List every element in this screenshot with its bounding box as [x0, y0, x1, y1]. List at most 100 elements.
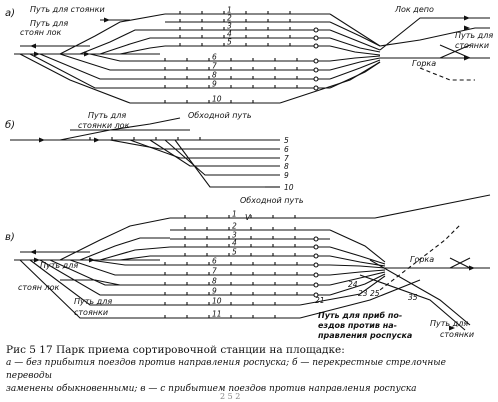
panel-b-track-number: 5 — [284, 136, 289, 145]
panel-b-track-number: 8 — [284, 162, 289, 171]
panel-b-parking-label: стоянки лок — [78, 121, 130, 130]
panel-a-signal-circle — [313, 76, 319, 82]
panel-a-dashed-branch — [419, 67, 475, 81]
panel-a-bypass-curve — [19, 53, 150, 104]
page-number: 2 5 2 — [220, 392, 241, 401]
panel-a-track-number: 9 — [212, 80, 217, 89]
arrow-mark — [464, 25, 470, 31]
panel-c-throat-right — [329, 229, 386, 263]
panel-c-track-number: 3 — [232, 231, 237, 240]
panel-a-throat-right — [329, 13, 381, 47]
panel-a-depot-label: Лок депо — [394, 5, 434, 14]
panel-c-signal-circle — [313, 282, 319, 288]
panel-b-fan — [129, 139, 235, 159]
panel-c-point-number: 35 — [408, 293, 418, 302]
panel-c-parking-right-label: стоянки — [440, 330, 474, 339]
panel-a-signal-circle — [313, 58, 319, 64]
arrow-mark — [34, 257, 40, 263]
panel-a-throat-right — [329, 45, 381, 56]
panel-c-throat-lower — [49, 259, 150, 286]
arrow-mark — [464, 15, 470, 21]
panel-a-bypass-right — [279, 61, 381, 104]
panel-c-throat — [119, 255, 170, 261]
panel-c-throat-right — [329, 269, 386, 276]
panel-a-track-number: 2 — [227, 14, 232, 23]
panel-b-track-number: 10 — [284, 183, 294, 192]
arrow-mark — [469, 265, 475, 271]
panel-b-parking-branch — [59, 117, 181, 141]
panel-a-signal-circle — [313, 43, 319, 49]
panel-b-track-number: 6 — [284, 145, 289, 154]
panel-c-signal-circle — [313, 262, 319, 268]
panel-b-parking-label: Путь для — [88, 111, 126, 120]
panel-c-throat-upper — [59, 217, 171, 261]
panel-a-throat-lower — [89, 53, 150, 62]
panel-c-track-number: 11 — [212, 310, 222, 319]
panel-a-throat-upper — [59, 13, 166, 55]
arrow-mark — [464, 55, 470, 61]
panel-b-track-number: 7 — [284, 154, 289, 163]
panel-c-throat-right — [329, 271, 386, 286]
panel-a-signal-circle — [313, 27, 319, 33]
panel-c-point-number: 25 — [370, 289, 380, 298]
panel-a-signal-circle — [313, 35, 319, 41]
panel-a-signal-circle — [313, 67, 319, 73]
caption-title: Рис 5 17 Парк приема сортировочной станц… — [6, 344, 345, 356]
panel-a-cross — [439, 44, 471, 59]
arrow-mark — [34, 51, 40, 57]
panel-a-track-number: 4 — [227, 30, 232, 39]
panel-a-letter: а) — [5, 8, 15, 19]
panel-c-letter: в) — [5, 232, 15, 243]
panel-c-throat-right — [329, 255, 386, 267]
panel-b-fan — [164, 139, 255, 176]
panel-a-track-number: 3 — [227, 22, 232, 31]
panel-a-track-number: 8 — [212, 71, 217, 80]
panel-a-parking-right-label: стоянки — [455, 41, 489, 50]
arrow-mark — [94, 137, 100, 143]
panel-c-throat-right — [299, 275, 386, 306]
panel-c-point-number: 24 — [348, 280, 358, 289]
panel-c-throat-lower — [29, 259, 150, 306]
panel-c-parking-left-label: стоянки — [74, 308, 108, 317]
arrow-mark — [104, 17, 110, 23]
panel-a-throat-lower — [29, 53, 150, 89]
panel-c-track-number: 8 — [212, 277, 217, 286]
panel-c-track-number: 7 — [212, 267, 217, 276]
panel-c-hump-label: Горка — [410, 255, 434, 264]
panel-a-parking-loc-label: стоян лок — [20, 28, 62, 37]
figure-caption: Рис 5 17 Парк приема сортировочной станц… — [6, 344, 494, 396]
arrow-mark — [30, 249, 36, 255]
panel-c-throat — [99, 246, 171, 261]
panel-b-fan — [149, 139, 245, 167]
panel-b-fan — [174, 139, 265, 188]
panel-c-point-number: 23 — [358, 289, 368, 298]
panel-a-bypass-label: Обходной путь — [188, 111, 252, 120]
panel-c-track-number: 6 — [212, 257, 217, 266]
panel-c-track-number: 5 — [232, 248, 237, 257]
panel-c-cross-diag — [369, 259, 471, 326]
panel-a-parking-loc-label: Путь для — [30, 19, 68, 28]
arrow-mark — [449, 325, 455, 331]
panel-c-throat-right — [329, 264, 386, 269]
panel-a-throat-right — [329, 57, 381, 71]
panel-c-parking-loc-label: стоян лок — [18, 283, 60, 292]
panel-c-arrival-label: Путь для приб по- — [318, 310, 402, 320]
panel-a-parking-right-label: Путь для — [455, 31, 493, 40]
panel-a-parking-right — [379, 27, 490, 47]
panel-c-throat-lower — [39, 259, 150, 296]
panel-c-track-number: 4 — [232, 239, 237, 248]
panel-c-upper-exit — [330, 194, 491, 219]
panel-a-signal-circle — [313, 85, 319, 91]
panel-c-throat — [79, 237, 170, 261]
panel-a-hump-label: Горка — [412, 59, 436, 68]
panel-a-track-number: 1 — [227, 6, 232, 15]
panel-c-parking-loc-label: Путь для — [40, 261, 78, 270]
panel-c-track-number: 10 — [212, 297, 222, 306]
panel-c-throat-lower — [89, 259, 150, 266]
panel-a-throat-right — [329, 21, 381, 47]
panel-a-throat-lower — [59, 53, 150, 71]
panel-c-cross — [449, 257, 471, 269]
panel-c-throat-lower — [69, 259, 150, 276]
panel-c-signal-circle — [313, 253, 319, 259]
